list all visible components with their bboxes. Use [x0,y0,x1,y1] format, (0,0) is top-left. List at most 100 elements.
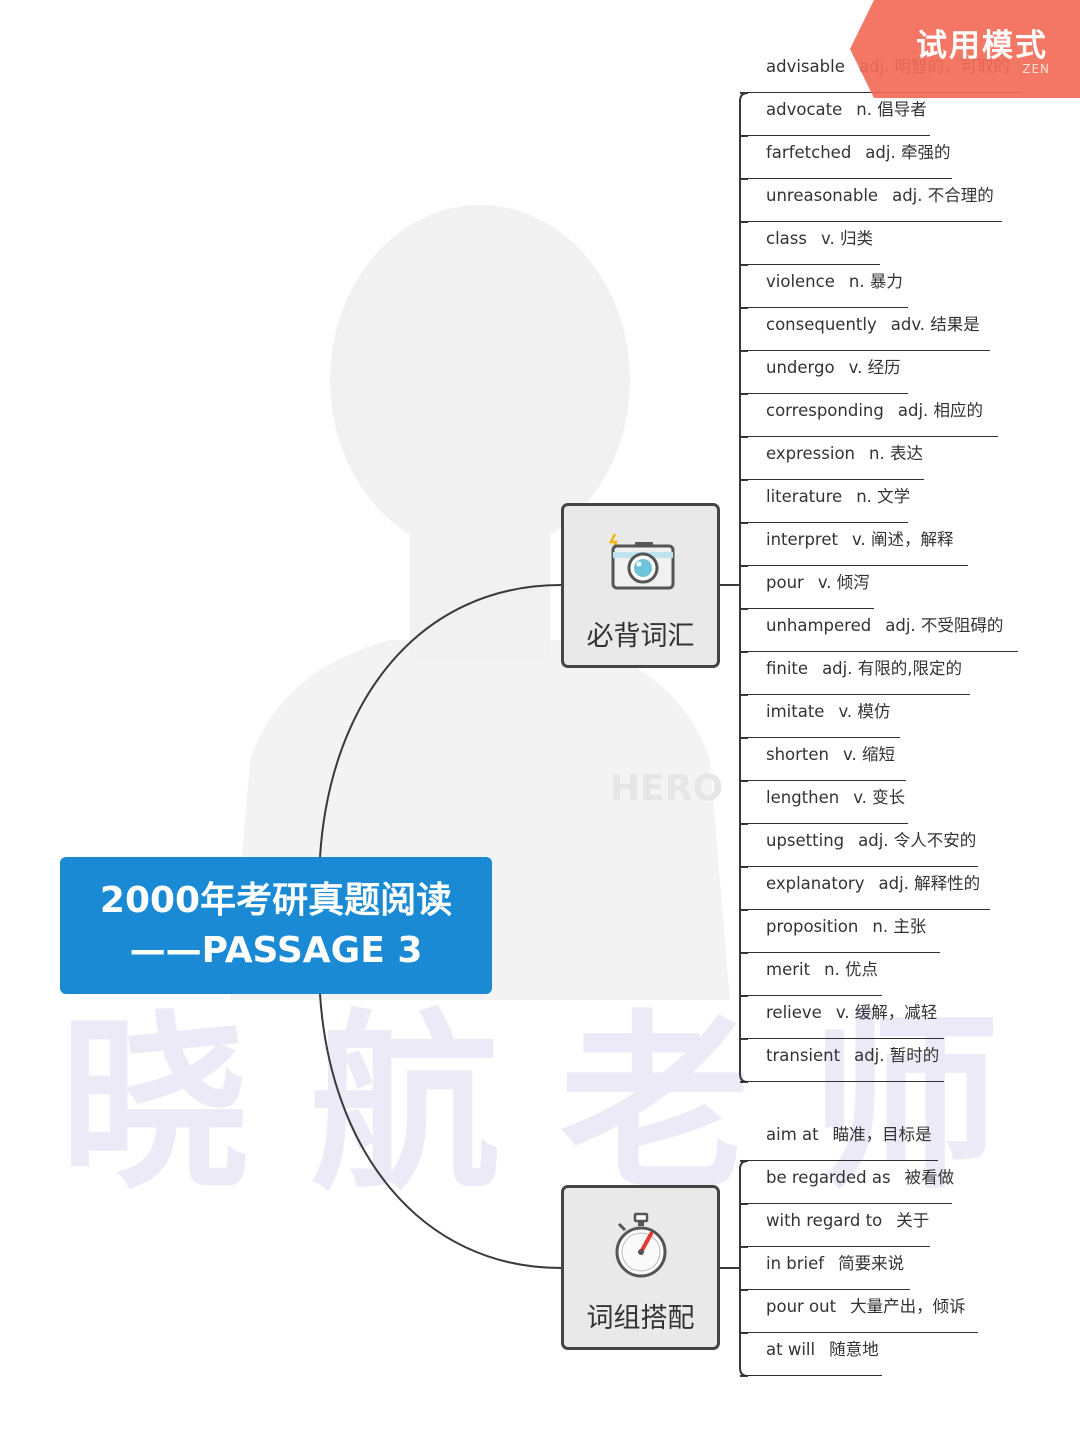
leaf-term: interpret [766,530,838,549]
trial-mode-subtext: ZEN [1022,62,1050,76]
topic-leaf[interactable]: pour v. 倾泻 [740,566,874,609]
leaf-meaning: v. 倾泻 [817,573,870,592]
leaf-meaning: 随意地 [829,1340,879,1359]
svg-text:HERO: HERO [610,768,723,809]
topic-leaf[interactable]: farfetched adj. 牵强的 [740,136,952,179]
topic-leaf[interactable]: lengthen v. 变长 [740,781,908,824]
topic-leaf[interactable]: expression n. 表达 [740,437,924,480]
root-subtitle: ——PASSAGE 3 [129,929,423,971]
leaf-meaning: adj. 暂时的 [854,1046,940,1065]
leaf-meaning: v. 缓解，减轻 [835,1003,938,1022]
leaf-term: merit [766,960,811,979]
topic-leaf[interactable]: pour out 大量产出，倾诉 [740,1290,978,1333]
leaf-term: with regard to [766,1211,883,1230]
leaf-term: corresponding [766,401,884,420]
topic-leaf[interactable]: class v. 归类 [740,222,880,265]
topic-leaf[interactable]: literature n. 文学 [740,480,911,523]
topic-leaf[interactable]: unhampered adj. 不受阻碍的 [740,609,1018,652]
leaf-term: relieve [766,1003,822,1022]
topic-leaf[interactable]: shorten v. 缩短 [740,738,906,781]
topic-leaf[interactable]: merit n. 优点 [740,953,882,996]
camera-icon [608,533,674,590]
leaf-meaning: adj. 不合理的 [892,186,994,205]
topic-leaf[interactable]: with regard to 关于 [740,1204,930,1247]
stopwatch-icon [615,1212,666,1278]
watermark-text: 晓航老师 [60,994,1061,1215]
leaf-term: unhampered [766,616,872,635]
leaf-term: be regarded as [766,1168,891,1187]
topic-leaf[interactable]: be regarded as 被看做 [740,1161,955,1204]
leaf-term: pour out [766,1297,837,1316]
trial-mode-badge: 试用模式 ZEN [850,0,1080,98]
branch-phrases[interactable]: 词组搭配 [561,1185,720,1350]
leaf-meaning: n. 主张 [872,917,927,936]
leaf-meaning: adj. 相应的 [897,401,984,420]
leaf-term: upsetting [766,831,845,850]
leaf-meaning: adv. 结果是 [890,315,980,334]
leaf-meaning: n. 优点 [824,960,879,979]
leaf-term: undergo [766,358,835,377]
leaf-meaning: v. 模仿 [838,702,891,721]
leaf-term: explanatory [766,874,865,893]
leaf-meaning: 被看做 [904,1168,955,1187]
leaf-term: in brief [766,1254,825,1273]
leaf-meaning: v. 缩短 [843,745,895,764]
topic-leaf[interactable]: explanatory adj. 解释性的 [740,867,990,910]
trial-mode-text: 试用模式 [916,28,1048,64]
leaf-term: consequently [766,315,877,334]
leaf-meaning: 简要来说 [838,1254,905,1273]
background-photo: HERO [230,205,730,1000]
topic-leaf[interactable]: advocate n. 倡导者 [740,93,930,136]
root-topic[interactable]: 2000年考研真题阅读 ——PASSAGE 3 [60,857,492,994]
leaf-term: transient [766,1046,841,1065]
leaf-term: finite [766,659,809,678]
leaf-meaning: v. 变长 [853,788,906,807]
leaf-meaning: v. 归类 [820,229,873,248]
leaf-term: pour [766,573,804,592]
leaf-meaning: adj. 解释性的 [878,874,981,893]
leaf-meaning: n. 表达 [869,444,923,463]
leaf-term: advocate [766,100,843,119]
leaf-term: literature [766,487,843,506]
leaf-term: unreasonable [766,186,879,205]
branch-vocabulary-label: 必背词汇 [586,621,695,652]
leaf-term: proposition [766,917,859,936]
leaf-meaning: adj. 不受阻碍的 [885,616,1004,635]
leaf-term: expression [766,444,856,463]
leaf-meaning: 关于 [896,1211,930,1230]
leaf-term: farfetched [766,143,852,162]
topic-leaf[interactable]: relieve v. 缓解，减轻 [740,996,944,1039]
topic-leaf[interactable]: imitate v. 模仿 [740,695,900,738]
topic-leaf[interactable]: transient adj. 暂时的 [740,1039,944,1082]
topic-leaf[interactable]: undergo v. 经历 [740,351,908,394]
leaf-term: violence [766,272,835,291]
leaf-term: advisable [766,57,845,76]
topic-leaf[interactable]: in brief 简要来说 [740,1247,910,1290]
leaf-meaning: adj. 有限的,限定的 [822,659,962,678]
topic-leaf[interactable]: consequently adv. 结果是 [740,308,990,351]
topic-leaf[interactable]: interpret v. 阐述，解释 [740,523,968,566]
topic-leaf[interactable]: corresponding adj. 相应的 [740,394,998,437]
leaf-meaning: v. 阐述，解释 [851,530,954,549]
topic-leaf[interactable]: finite adj. 有限的,限定的 [740,652,970,695]
leaf-meaning: n. 文学 [856,487,911,506]
leaf-term: imitate [766,702,825,721]
leaf-term: aim at [766,1125,819,1144]
leaf-term: shorten [766,745,830,764]
root-title: 2000年考研真题阅读 [99,879,453,921]
leaf-meaning: 大量产出，倾诉 [850,1297,966,1316]
leaf-meaning: v. 经历 [848,358,901,377]
topic-leaf[interactable]: proposition n. 主张 [740,910,940,953]
leaf-term: lengthen [766,788,840,807]
branch-phrases-label: 词组搭配 [586,1303,695,1334]
leaf-meaning: adj. 牵强的 [865,143,951,162]
branch-vocabulary[interactable]: 必背词汇 [561,503,720,668]
leaf-term: class [766,229,807,248]
leaf-meaning: n. 倡导者 [856,100,927,119]
topic-leaf[interactable]: unreasonable adj. 不合理的 [740,179,1002,222]
